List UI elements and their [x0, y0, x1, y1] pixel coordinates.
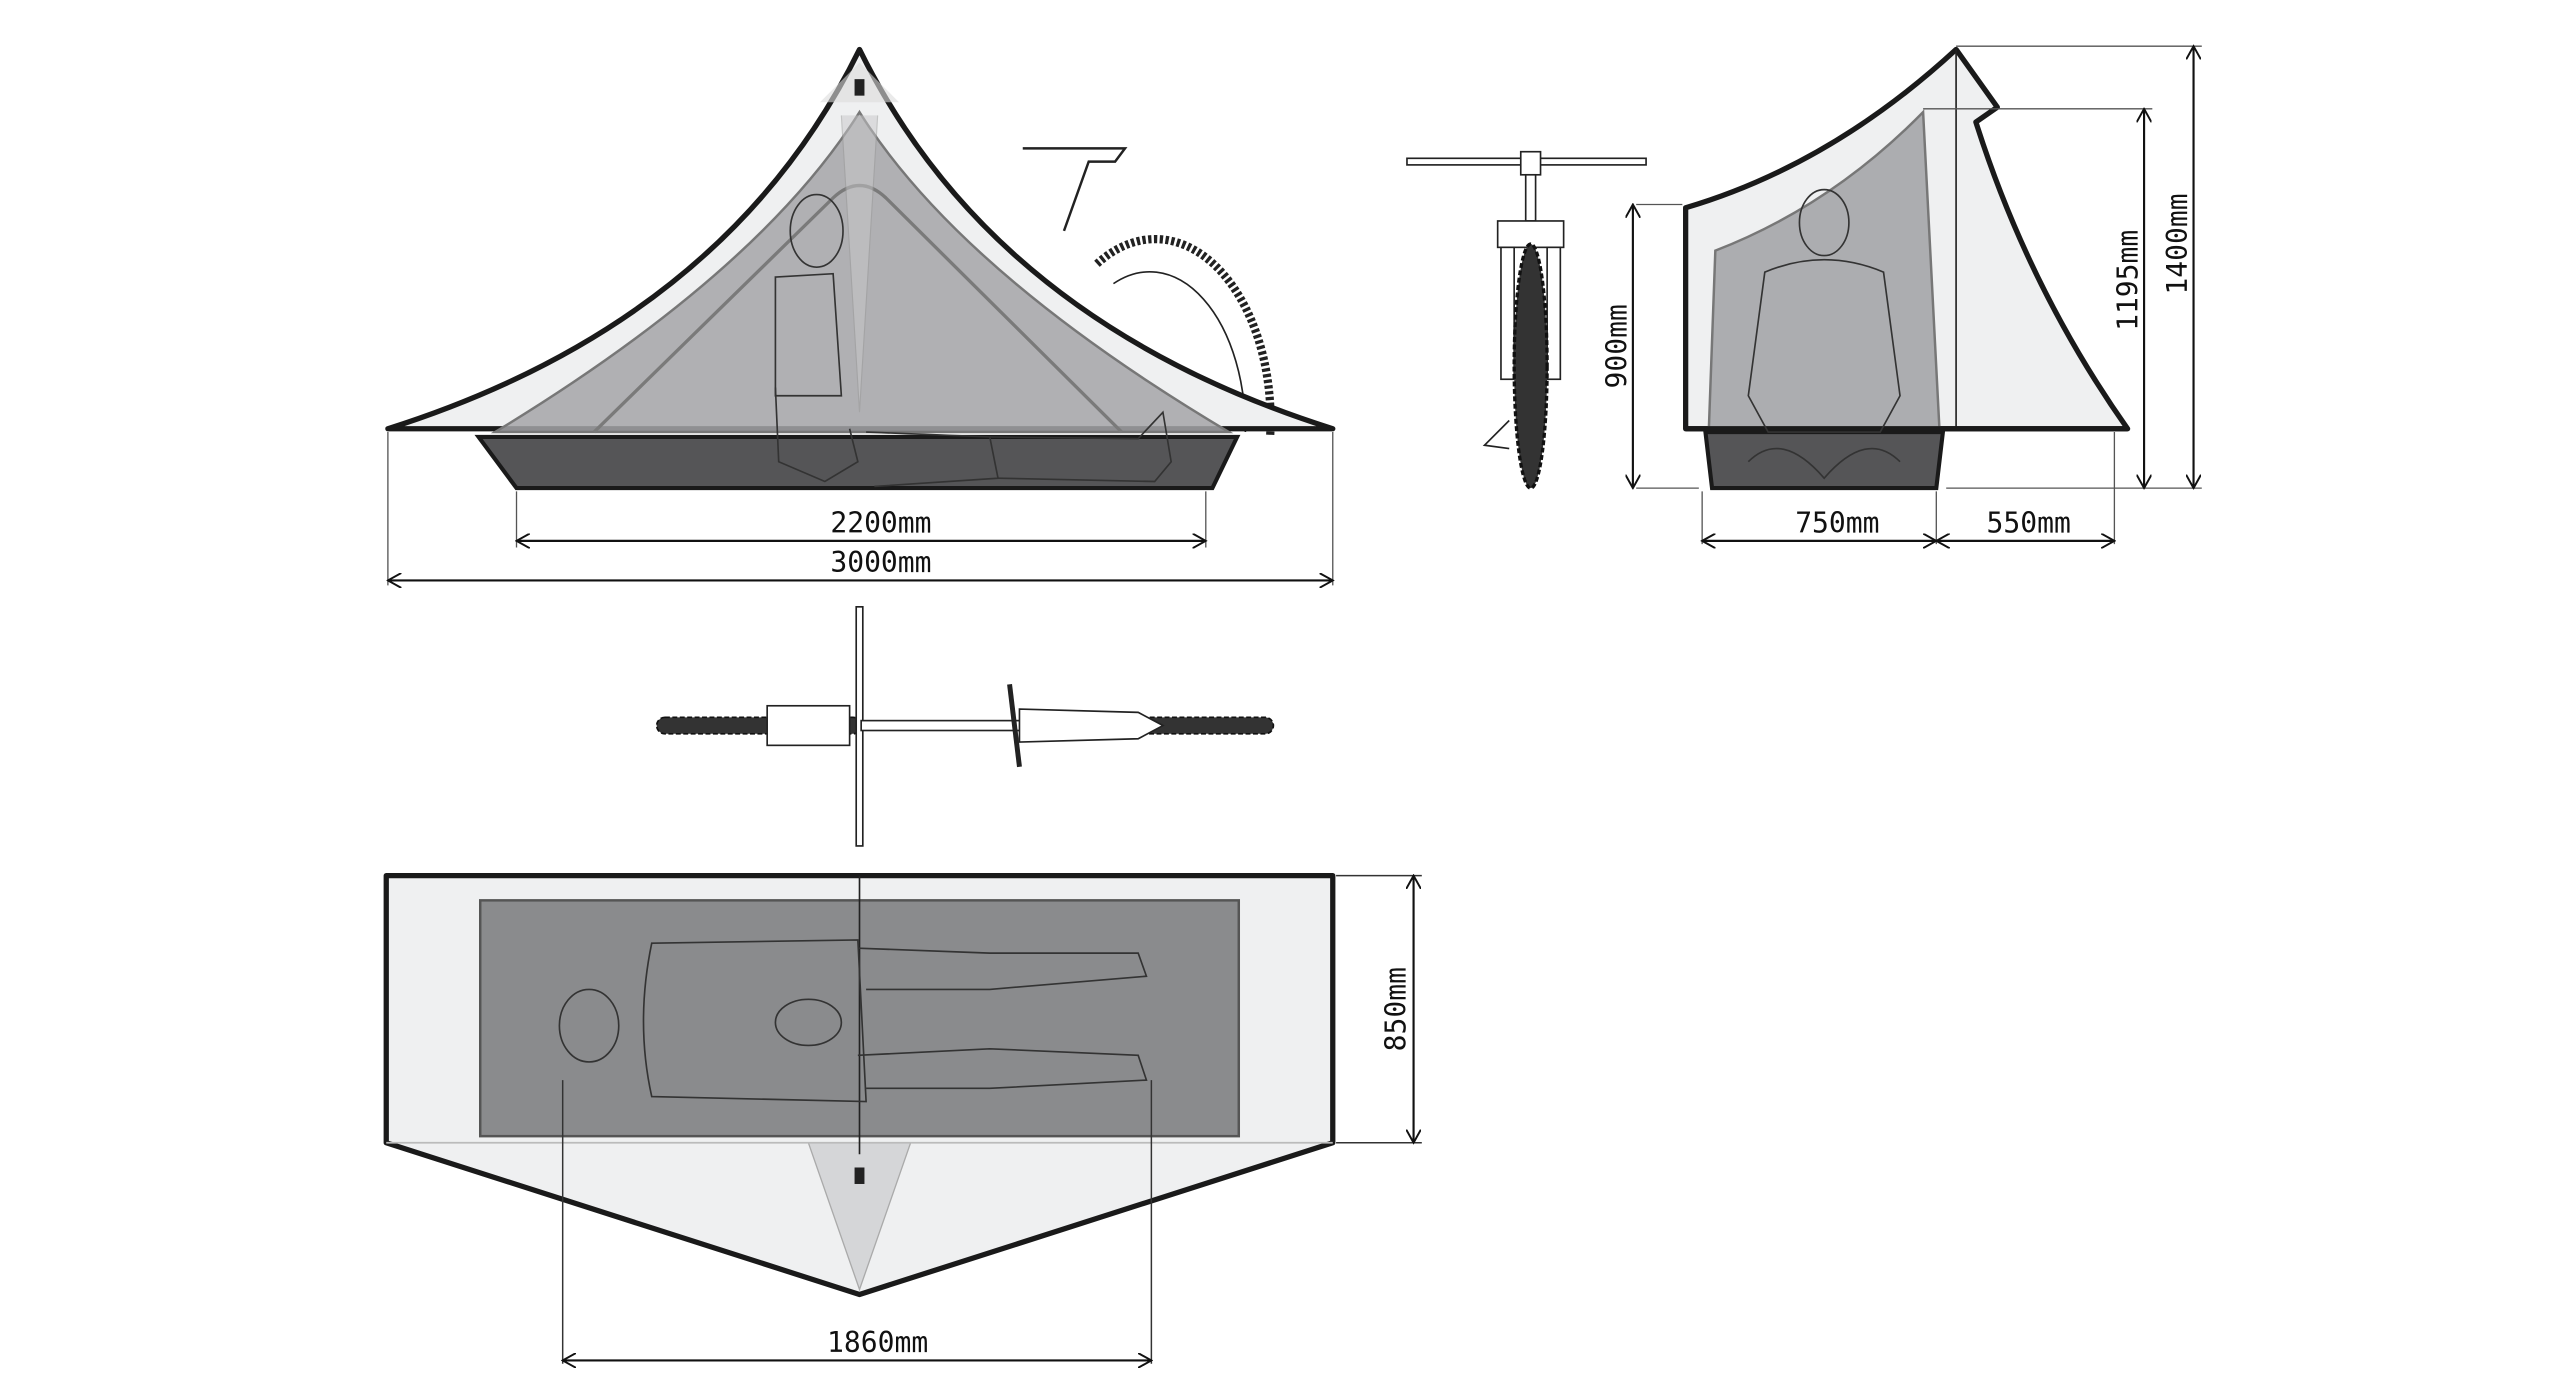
dim-label-3000: 3000mm	[830, 546, 931, 579]
bike-rear-wheel	[1094, 235, 1275, 438]
dim-label-1195: 1195mm	[2111, 230, 2144, 331]
end-inner-tent	[1707, 109, 1941, 434]
dim-label-850: 850mm	[1379, 967, 1412, 1051]
bike-front-view	[1406, 150, 1647, 490]
bike-saddle-top	[1018, 708, 1165, 743]
dim-label-550: 550mm	[1986, 507, 2070, 540]
bike-front-wheel	[1512, 242, 1549, 490]
dim-label-1860: 1860mm	[827, 1326, 928, 1359]
dim-label-900: 900mm	[1600, 304, 1633, 388]
end-floor	[1703, 429, 1946, 491]
person-sitting	[774, 193, 1173, 488]
vent-icon	[854, 79, 865, 96]
dim-label-2200: 2200mm	[830, 507, 931, 540]
plan-view: 850mm 1860mm	[383, 872, 1422, 1364]
dim-label-1400: 1400mm	[2161, 193, 2194, 294]
plan-vent-icon	[854, 1167, 865, 1184]
bike-top-view	[655, 606, 1275, 847]
bike-side	[1022, 147, 1275, 438]
end-view: 900mm 1195mm 1400mm 750mm 550mm	[1600, 46, 2202, 544]
bike-saddle	[1022, 147, 1128, 232]
person-top	[558, 939, 1148, 1103]
dim-label-750: 750mm	[1795, 507, 1879, 540]
side-view: 2200mm 3000mm	[385, 46, 1336, 585]
person-back	[1747, 188, 1901, 480]
